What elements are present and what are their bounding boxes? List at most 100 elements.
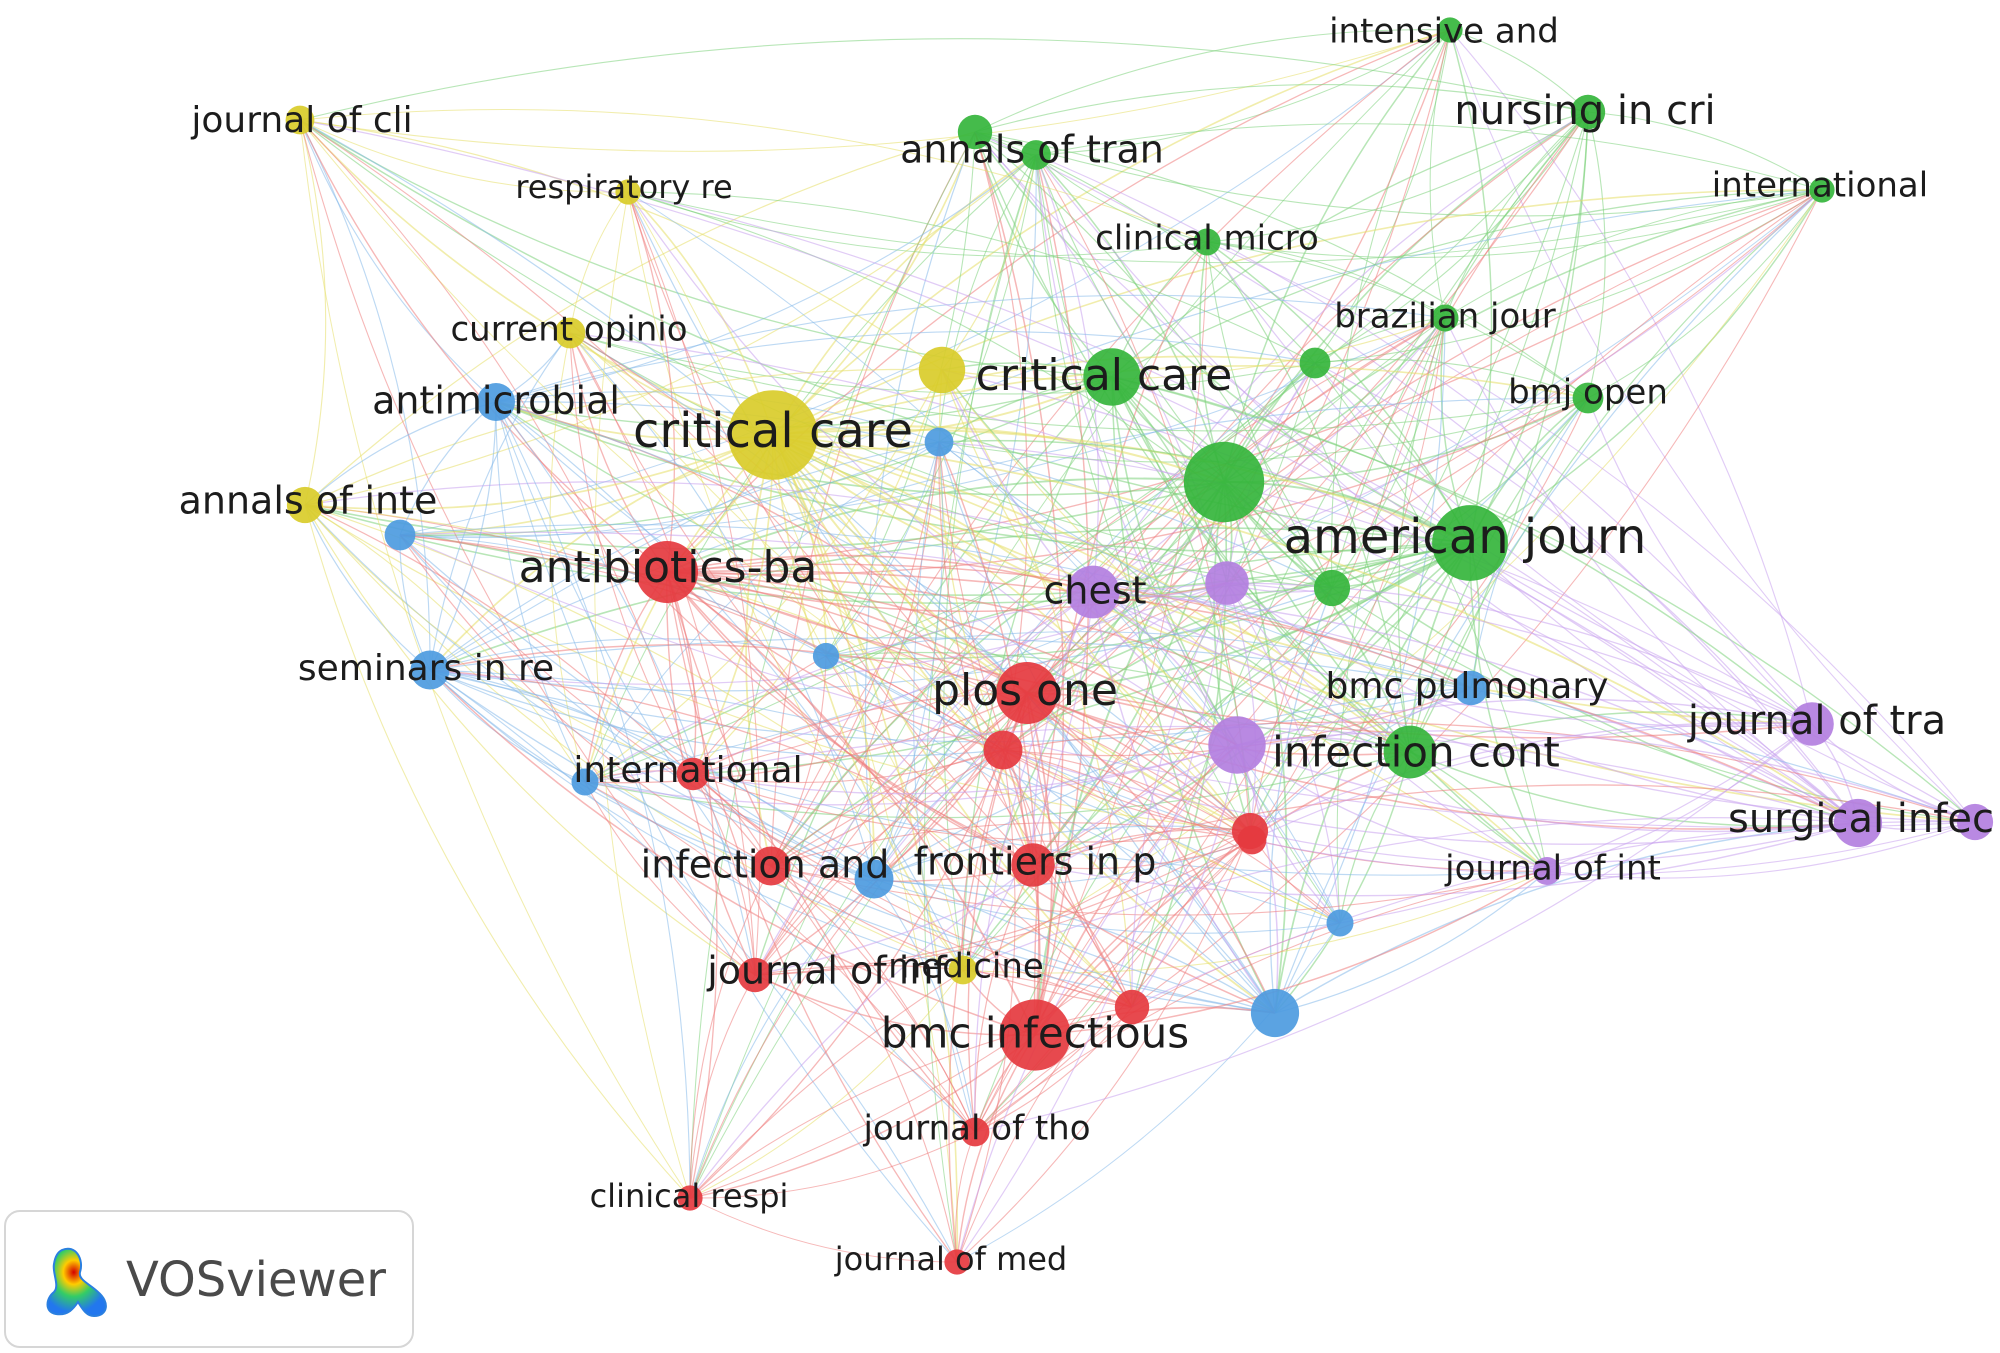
journal-node-green[interactable] xyxy=(1431,304,1459,332)
co-citation-link xyxy=(1092,591,1859,824)
journal-node-green[interactable] xyxy=(957,114,993,150)
journal-node-green[interactable] xyxy=(1570,94,1606,130)
co-citation-link xyxy=(666,189,1823,573)
co-citation-link xyxy=(1314,29,1451,364)
co-citation-link xyxy=(1032,587,1333,866)
link-layer xyxy=(299,29,1976,1263)
journal-node-purple[interactable] xyxy=(1790,702,1834,746)
co-citation-link xyxy=(495,401,756,976)
co-citation-link xyxy=(429,669,964,971)
journal-node-yellow[interactable] xyxy=(728,390,818,480)
co-citation-link xyxy=(304,368,943,506)
journal-node-green[interactable] xyxy=(1299,347,1331,379)
journal-node-green[interactable] xyxy=(1193,228,1221,256)
journal-node-green[interactable] xyxy=(1809,177,1835,203)
journal-node-red[interactable] xyxy=(983,730,1023,770)
node-label: surgical infec xyxy=(1728,796,1994,842)
co-citation-link xyxy=(1469,189,1823,544)
journal-node-blue[interactable] xyxy=(1326,909,1354,937)
journal-node-red[interactable] xyxy=(996,662,1058,724)
journal-node-green[interactable] xyxy=(1437,17,1463,43)
journal-node-green[interactable] xyxy=(1021,140,1051,170)
journal-node-red[interactable] xyxy=(1114,989,1150,1025)
journal-node-green[interactable] xyxy=(1083,348,1141,406)
co-citation-link xyxy=(1206,241,1859,824)
journal-node-red[interactable] xyxy=(1237,825,1267,855)
journal-node-red[interactable] xyxy=(677,1185,703,1211)
co-citation-link xyxy=(1034,744,1238,1036)
journal-node-blue[interactable] xyxy=(477,383,515,421)
journal-node-purple[interactable] xyxy=(1205,561,1249,605)
co-citation-link xyxy=(627,191,1238,746)
co-citation-link xyxy=(1034,870,1548,1036)
journal-node-purple[interactable] xyxy=(1066,565,1120,619)
node-label: journal of tra xyxy=(1687,698,1946,744)
co-citation-link xyxy=(1035,29,1451,156)
co-citation-link xyxy=(495,401,976,1133)
co-citation-link xyxy=(495,294,1446,403)
journal-node-green[interactable] xyxy=(1383,725,1437,779)
co-citation-link xyxy=(955,1131,976,1263)
co-citation-link xyxy=(666,554,1094,593)
journal-node-yellow[interactable] xyxy=(918,346,966,394)
journal-node-red[interactable] xyxy=(960,1117,990,1147)
journal-node-blue[interactable] xyxy=(384,519,416,551)
co-citation-link xyxy=(299,119,1276,1014)
node-label: clinical micro xyxy=(1095,219,1319,259)
journal-node-red[interactable] xyxy=(636,541,698,603)
journal-node-yellow[interactable] xyxy=(554,317,586,349)
co-citation-link xyxy=(1251,317,1446,841)
journal-node-blue[interactable] xyxy=(1250,988,1300,1038)
co-citation-link xyxy=(692,434,774,775)
co-citation-link xyxy=(962,362,1316,971)
journal-node-green[interactable] xyxy=(1432,505,1508,581)
journal-node-purple[interactable] xyxy=(1208,716,1266,774)
co-citation-link xyxy=(956,922,1341,1263)
journal-node-yellow[interactable] xyxy=(615,179,641,205)
vosviewer-logo-icon xyxy=(46,1247,107,1318)
co-citation-link xyxy=(1111,376,1228,584)
co-citation-link xyxy=(1444,189,1823,319)
node-label: annals of inte xyxy=(179,479,438,523)
journal-node-green[interactable] xyxy=(1572,382,1604,414)
co-citation-link xyxy=(1206,189,1823,258)
journal-node-purple[interactable] xyxy=(1956,803,1994,841)
journal-node-yellow[interactable] xyxy=(286,486,324,524)
co-citation-link xyxy=(1002,749,1041,1036)
journal-node-red[interactable] xyxy=(751,846,791,886)
journal-node-red[interactable] xyxy=(676,757,710,791)
journal-node-yellow[interactable] xyxy=(948,955,978,985)
co-citation-link xyxy=(770,111,1589,867)
co-citation-link xyxy=(754,591,1094,976)
co-citation-link xyxy=(1092,591,1813,728)
co-citation-link xyxy=(584,781,756,976)
journal-node-green[interactable] xyxy=(1183,441,1265,523)
journal-node-blue[interactable] xyxy=(924,427,954,457)
journal-node-purple[interactable] xyxy=(1533,857,1561,885)
co-citation-link xyxy=(299,119,431,671)
co-citation-link xyxy=(627,191,1341,924)
co-citation-link xyxy=(495,401,958,1263)
journal-node-blue[interactable] xyxy=(410,650,450,690)
journal-node-purple[interactable] xyxy=(1833,798,1883,848)
journal-node-blue[interactable] xyxy=(1453,670,1489,706)
journal-node-blue[interactable] xyxy=(854,859,894,899)
journal-node-green[interactable] xyxy=(1313,569,1351,607)
co-citation-link xyxy=(689,744,1238,1199)
journal-node-red[interactable] xyxy=(1011,843,1055,887)
co-citation-link xyxy=(304,504,691,1199)
co-citation-link xyxy=(429,582,1228,685)
co-citation-link xyxy=(938,441,1341,924)
journal-node-yellow[interactable] xyxy=(285,105,315,135)
journal-node-red[interactable] xyxy=(944,1249,970,1275)
journal-node-red[interactable] xyxy=(999,999,1071,1071)
journal-node-blue[interactable] xyxy=(812,642,840,670)
co-citation-link xyxy=(1587,111,1606,399)
node-label: international xyxy=(1712,166,1928,206)
journal-node-blue[interactable] xyxy=(571,768,599,796)
node-label: frontiers in p xyxy=(914,840,1157,884)
co-citation-link xyxy=(825,631,1472,689)
co-citation-link xyxy=(692,749,1004,784)
journal-node-red[interactable] xyxy=(737,957,773,993)
